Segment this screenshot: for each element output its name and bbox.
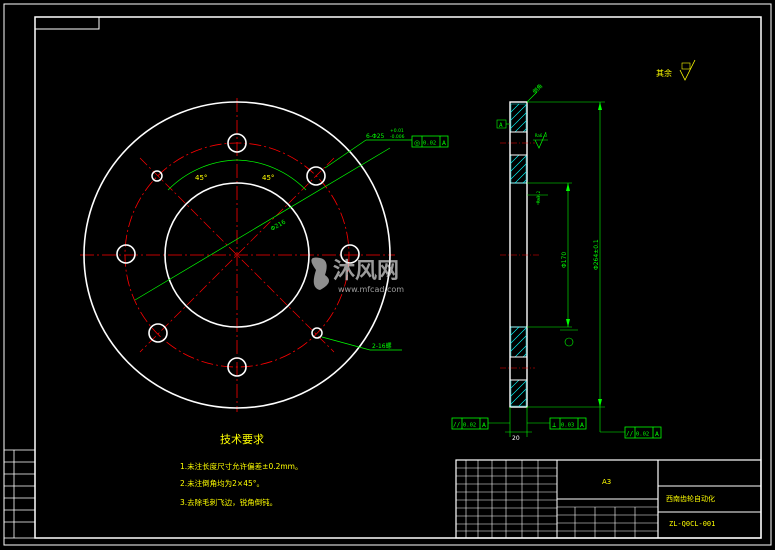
- fcf-bottom-mid: ⊥ 0.03 A: [527, 417, 587, 430]
- watermark-url: www.mfcad.com: [338, 285, 404, 294]
- outer-circle: [83, 101, 391, 409]
- fcf-bottom-left-datum: A: [482, 421, 486, 429]
- hole-tol-upper: +0.01: [390, 128, 404, 134]
- fcf-top-right: ◎ 0.02 A: [411, 135, 449, 148]
- bore-arrow-top: [566, 183, 570, 191]
- outer-arrow-bottom: [598, 399, 602, 407]
- roughness-note: 其余: [656, 59, 696, 81]
- tech-req-title: 技术要求: [220, 433, 264, 446]
- bolt-hole-top: [227, 133, 247, 153]
- thickness-label: 20: [512, 435, 520, 442]
- angle-label-b: 45°: [262, 174, 274, 182]
- datum-target-circle: [564, 337, 574, 347]
- datum-label: A: [499, 122, 503, 129]
- fcf-bottom-right-symbol: //: [626, 431, 634, 438]
- chamfer-leader: [526, 91, 538, 103]
- tech-req-item-2: 2.未注倒角均为2×45°。: [180, 478, 264, 488]
- side-view: Φ264±0.1 Φ170 20 倒角 A Ra6.3 Ra3.2: [496, 82, 605, 442]
- fcf-bottom-left-symbol: //: [453, 422, 461, 429]
- pcd-leader: [134, 147, 391, 301]
- watermark: 沐风网 www.mfcad.com: [311, 257, 404, 294]
- tech-req-item-1: 1.未注长度尺寸允许偏差±0.2mm。: [180, 461, 302, 471]
- fcf-bottom-mid-symbol: ⊥: [552, 421, 556, 429]
- outer-arrow-top: [598, 102, 602, 110]
- fcf-bottom-mid-value: 0.03: [561, 423, 574, 429]
- chamfer-label: 倒角: [531, 82, 544, 95]
- left-binding-block: [3, 449, 36, 539]
- angle-arc-left: [167, 159, 238, 191]
- bore-arrow-bottom: [566, 319, 570, 327]
- bolt-hole-upper-right: [306, 166, 326, 186]
- diagonal-centerline-2: [139, 157, 335, 353]
- roughness-side-1-value: Ra6.3: [535, 133, 548, 138]
- sheet-size-label: A3: [602, 478, 611, 486]
- fcf-top-right-symbol: ◎: [414, 139, 420, 147]
- thread-note-label: 2-16螺: [372, 342, 392, 350]
- roughness-symbol-icon: [679, 59, 696, 81]
- hatch-bottom: [510, 326, 527, 407]
- title-block: [455, 459, 762, 539]
- fcf-bottom-left: // 0.02 A: [451, 417, 510, 430]
- roughness-mark-side-1: Ra6.3: [533, 131, 548, 149]
- threaded-hole-upper-left: [151, 170, 163, 182]
- fcf-top-right-datum: A: [442, 139, 446, 147]
- hole-callout-label: 6-Φ25: [366, 133, 385, 140]
- front-view: 45° 45° Φ216 6-Φ25 +0.01 -0.006 2-16螺: [80, 98, 412, 412]
- company-name: 西南齿轮自动化: [666, 494, 715, 503]
- bolt-hole-right: [340, 244, 360, 264]
- bolt-hole-bottom: [227, 357, 247, 377]
- fcf-bottom-right-datum: A: [655, 430, 659, 438]
- bolt-hole-lower-left: [148, 323, 168, 343]
- technical-requirements: 技术要求 1.未注长度尺寸允许偏差±0.2mm。 2.未注倒角均为2×45°。 …: [180, 433, 302, 507]
- inner-bore-circle: [164, 182, 310, 328]
- drawing-number: ZL-Q0CL-001: [669, 520, 715, 528]
- roughness-mark-side-2: Ra3.2: [527, 190, 548, 205]
- threaded-hole-lower-right: [311, 327, 323, 339]
- fcf-top-right-value: 0.02: [423, 141, 436, 147]
- angle-arc-right: [236, 159, 307, 191]
- inner-frame: [34, 16, 762, 539]
- section-outline: [509, 101, 528, 408]
- outer-dim-label: Φ264±0.1: [593, 239, 600, 270]
- outer-border: [3, 3, 772, 546]
- hole-callout-leader: [324, 139, 367, 169]
- corner-tag-box: [34, 16, 100, 30]
- diagonal-centerline-1: [139, 157, 335, 353]
- bolt-hole-left: [116, 244, 136, 264]
- bore-dim-label: Φ170: [561, 252, 568, 268]
- hole-tol-lower: -0.006: [390, 134, 405, 140]
- roughness-note-label: 其余: [656, 68, 672, 78]
- fcf-bottom-mid-datum: A: [580, 421, 584, 429]
- roughness-symbol-box: [681, 62, 691, 70]
- pcd-label: Φ216: [270, 218, 288, 232]
- thread-note-leader: [321, 336, 371, 351]
- angle-label-a: 45°: [195, 174, 207, 182]
- tech-req-item-3: 3.去除毛刺飞边，锐角倒钝。: [180, 497, 277, 507]
- fcf-bottom-left-value: 0.02: [463, 423, 476, 429]
- watermark-logo-icon: [311, 257, 329, 290]
- pitch-circle: [124, 142, 350, 368]
- roughness-side-2-value: Ra3.2: [536, 190, 541, 203]
- fcf-bottom-right-value: 0.02: [636, 432, 649, 438]
- watermark-brand: 沐风网: [333, 259, 399, 284]
- hatch-top: [510, 103, 527, 184]
- fcf-bottom-right: // 0.02 A: [599, 407, 662, 439]
